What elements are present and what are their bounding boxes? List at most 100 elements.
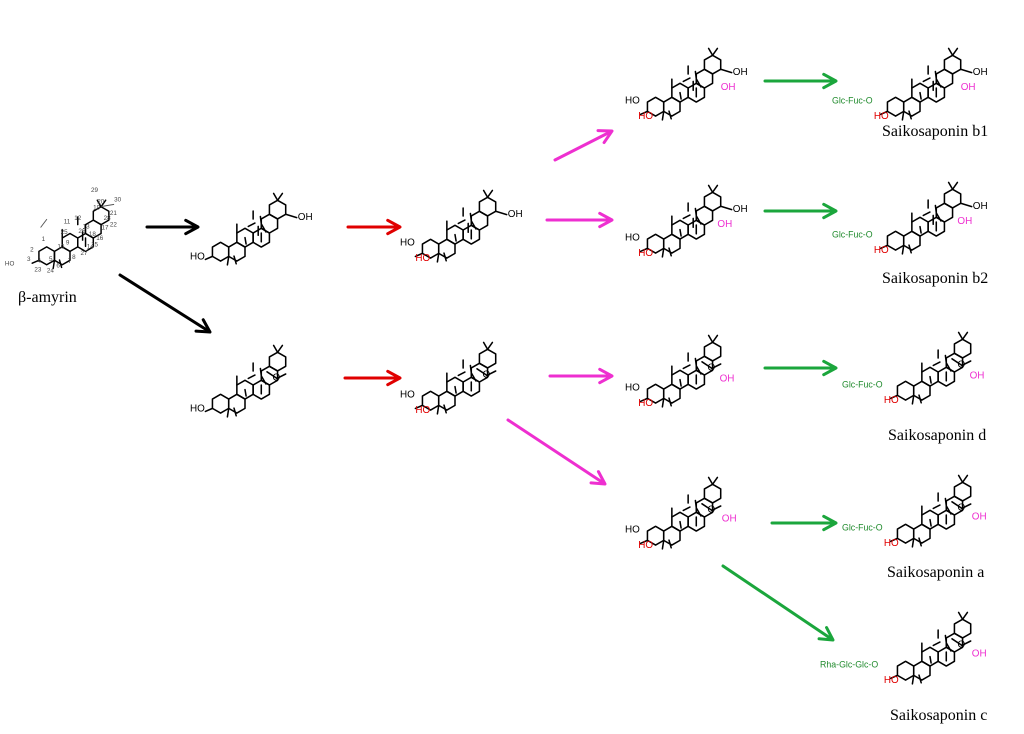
c3-oh: HO [625, 95, 640, 106]
carbon-number-8: 8 [72, 254, 76, 261]
carbon-number-21: 21 [110, 210, 118, 217]
carbon-number-7: 7 [68, 258, 72, 265]
carbon-number-24: 24 [47, 268, 55, 275]
carbon-number-25: 25 [61, 229, 69, 236]
c23-oh: HO [884, 538, 899, 549]
arrow-c16-beta-a-shaft [506, 418, 604, 484]
carbon-number-14: 14 [87, 244, 95, 251]
carbon-number-5: 5 [49, 256, 53, 263]
carbon-number-17: 17 [102, 225, 110, 232]
molecule-beta-amyrin: 2 1 10 25 11 12 13 26 9 14 18 19 28 17 2… [5, 187, 122, 275]
arrow-c16-alpha-d [548, 367, 614, 385]
molecule-d-path-1: O HO [190, 344, 287, 418]
arrow-amyrin-to-d-path [118, 273, 212, 334]
carbon-number-13: 13 [83, 224, 91, 231]
molecule-d-aglycone: O OH HO HO [625, 334, 735, 409]
c28-oh: OH [733, 67, 748, 78]
c28-oh: OH [973, 201, 988, 212]
sugar-chain: Rha-Glc-Glc-O [820, 659, 878, 669]
c3-oh: HO [190, 403, 205, 414]
label-saikosaponin-c: Saikosaponin c [890, 707, 987, 724]
molecule-d-path-2: O HO HO [400, 341, 497, 416]
epoxy-o: O [958, 360, 966, 371]
c16-oh: OH [972, 648, 987, 659]
c23-oh: HO [874, 111, 889, 122]
c28-oh: OH [508, 209, 523, 220]
label-beta-amyrin: β-amyrin [18, 289, 77, 306]
carbon-number-4: 4 [37, 258, 41, 265]
arrow-c23-hydroxylation-d [343, 369, 402, 387]
carbon-number-1: 1 [42, 236, 46, 243]
molecule-a-aglycone: O OH HO HO [625, 476, 737, 551]
carbon-number-3: 3 [27, 256, 31, 263]
carbon-number-27: 27 [81, 250, 89, 257]
sugar-chain: Glc-Fuc-O [832, 229, 873, 239]
c3-oh: HO [400, 237, 415, 248]
arrow-amyrin-to-b-path [145, 218, 200, 236]
arrow-amyrin-to-d-path-head [194, 318, 212, 334]
arrow-glycosylation-c [721, 564, 835, 642]
molecule-b-path-1: OH HO [190, 192, 313, 266]
c23-oh: HO [638, 398, 653, 409]
c3-oh: HO [190, 251, 205, 262]
sugar-chain: Glc-Fuc-O [832, 95, 873, 105]
c3-oh: HO [625, 524, 640, 535]
carbon-number-29: 29 [91, 187, 99, 194]
arrow-c16-beta-a-head [589, 470, 607, 486]
label-saikosaponin-d: Saikosaponin d [888, 427, 986, 444]
carbon-number-10: 10 [57, 244, 65, 251]
arrow-c16-alpha-b2 [545, 211, 614, 229]
molecule-b-path-2: OH HO HO [400, 189, 523, 264]
c16-oh: OH [717, 219, 732, 230]
c23-oh: HO [415, 405, 430, 416]
carbon-number-16: 16 [96, 235, 104, 242]
arrow-c16-alpha-d-head [598, 367, 614, 385]
c16-oh: OH [722, 513, 737, 524]
epoxy-o: O [958, 503, 966, 514]
molecule-b1-aglycone: OH OH HO HO [625, 47, 748, 122]
carbon-number-20: 20 [97, 198, 105, 205]
molecule-saikosaponin-a: O OH Glc-Fuc-O HO [842, 474, 987, 549]
epoxy-o: O [483, 370, 491, 381]
c16-oh: OH [970, 371, 985, 382]
label-saikosaponin-b1: Saikosaponin b1 [882, 123, 988, 140]
c23-oh: HO [415, 253, 430, 264]
carbon-number-23: 23 [34, 267, 42, 274]
arrow-glycosylation-b2-head [822, 202, 838, 220]
label-saikosaponin-b2: Saikosaponin b2 [882, 270, 988, 287]
c3-oh: HO [625, 382, 640, 393]
c16-oh: OH [721, 82, 736, 93]
c3-oh: HO [400, 389, 415, 400]
hydroxyl-label: HO [5, 260, 15, 267]
c16-oh: OH [972, 511, 987, 522]
c28-oh: OH [733, 204, 748, 215]
arrow-c23-hydroxylation-b-head [386, 218, 402, 236]
epoxy-o: O [708, 505, 716, 516]
c23-oh: HO [638, 540, 653, 551]
sugar-chain: Glc-Fuc-O [842, 522, 883, 532]
carbon-number-15: 15 [91, 241, 99, 248]
molecule-saikosaponin-b1: OH OH Glc-Fuc-O HO [832, 47, 988, 122]
epoxy-o: O [708, 363, 716, 374]
carbon-number-22: 22 [110, 221, 118, 228]
arrow-c16-beta-b1-shaft [553, 130, 611, 162]
arrow-glycosylation-c-head [817, 626, 835, 642]
molecule-b2-aglycone: OH OH HO HO [625, 184, 748, 259]
c23-oh: HO [874, 245, 889, 256]
molecule-saikosaponin-d: O OH Glc-Fuc-O HO [842, 331, 985, 406]
c23-oh: HO [638, 248, 653, 259]
sugar-chain: Glc-Fuc-O [842, 379, 883, 389]
carbon-number-2: 2 [30, 247, 34, 254]
c23-oh: HO [638, 111, 653, 122]
c3-oh: HO [625, 232, 640, 243]
c28-oh: OH [973, 67, 988, 78]
carbon-number-6: 6 [56, 262, 60, 269]
carbon-number-12: 12 [74, 215, 82, 222]
arrow-c23-hydroxylation-b [346, 218, 402, 236]
carbon-number-9: 9 [66, 239, 70, 246]
c16-oh: OH [720, 374, 735, 385]
arrow-c16-alpha-b2-head [598, 211, 614, 229]
arrow-glycosylation-b1 [763, 72, 838, 90]
arrow-glycosylation-b1-head [822, 72, 838, 90]
